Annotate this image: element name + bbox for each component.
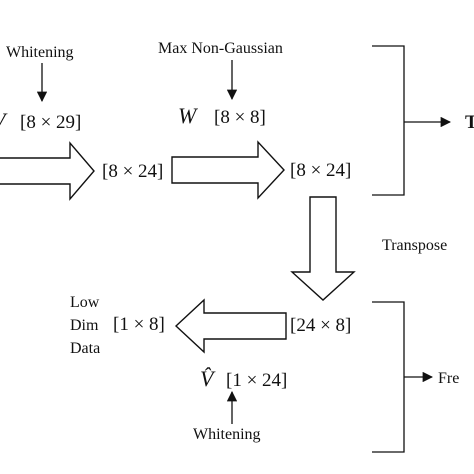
transposed-dims-label: [24 × 8] [290, 315, 351, 336]
bottom-whitening-label: Whitening [193, 426, 261, 443]
mid-dims-label: [8 × 24] [102, 161, 163, 182]
transpose-block-arrow [290, 196, 356, 301]
bottom-block-arrow [174, 298, 287, 354]
w-dims-label: [8 × 8] [214, 107, 266, 128]
transpose-label: Transpose [382, 237, 447, 254]
input-dims-label: [8 × 29] [20, 112, 81, 133]
input-var-v: V [0, 108, 8, 133]
top-output-label: T [465, 112, 474, 133]
bottom-output-label: Fre [438, 370, 459, 387]
low-dim-line-1: Low [70, 294, 100, 311]
w-matrix-var: W [178, 103, 198, 128]
low-dim-line-2: Dim [70, 317, 99, 334]
vhat-dims-label: [1 × 24] [226, 370, 287, 391]
out-dims-label: [8 × 24] [290, 160, 351, 181]
top-bracket [372, 45, 405, 196]
top-right-block-arrow [171, 140, 285, 200]
vhat-var: V̂ [200, 366, 216, 391]
top-whitening-label: Whitening [6, 44, 74, 61]
bottom-bracket [372, 301, 405, 453]
low-dim-line-3: Data [70, 340, 100, 357]
low-dim-dims-label: [1 × 8] [113, 314, 165, 335]
top-left-block-arrow [0, 141, 95, 201]
max-non-gaussian-label: Max Non-Gaussian [158, 40, 283, 57]
